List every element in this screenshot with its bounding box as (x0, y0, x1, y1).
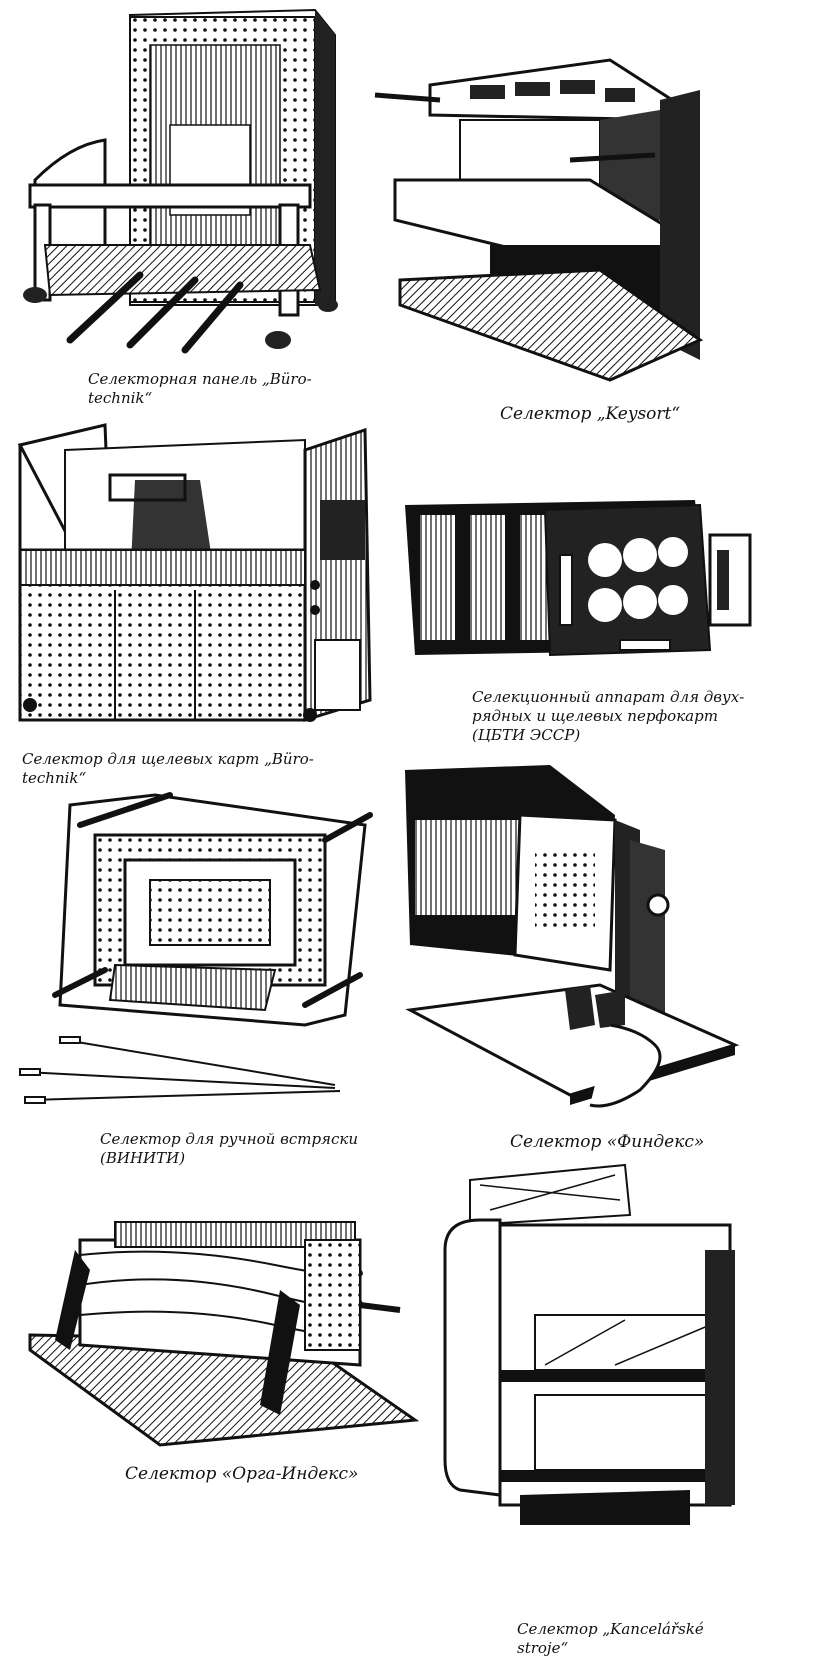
figure-buerotechnik-slot (15, 420, 380, 740)
findeks-illustration (405, 765, 740, 1108)
viniti-illustration (19, 792, 373, 1104)
caption-buerotechnik-slot: Селектор для щелевых карт „Büro- technik… (22, 750, 314, 787)
figure-viniti (15, 785, 385, 1115)
kancelarske-illustration (443, 1163, 735, 1525)
caption-orga-indeks: Селектор «Орга-Индекс» (125, 1464, 359, 1484)
cbti-essr-illustration (405, 500, 752, 657)
figure-buerotechnik-panel (10, 5, 345, 360)
caption-viniti: Селектор для ручной встряски (ВИНИТИ) (100, 1130, 359, 1167)
buerotechnik-panel-illustration (23, 8, 338, 354)
figure-keysort (370, 40, 720, 385)
keysort-illustration (374, 58, 704, 382)
figure-kancelarske (440, 1160, 750, 1530)
caption-kancelarske: Селектор „Kancelářské stroje“ (517, 1620, 704, 1657)
caption-keysort: Селектор „Keysort“ (500, 404, 681, 424)
caption-buerotechnik-panel: Селекторная панель „Büro- technik“ (88, 370, 312, 407)
buerotechnik-slot-illustration (17, 423, 372, 723)
orga-indeks-illustration (28, 1221, 420, 1447)
figure-orga-indeks (25, 1210, 420, 1450)
figure-cbti-essr (395, 490, 755, 675)
caption-findeks: Селектор «Финдекс» (510, 1132, 705, 1152)
figure-findeks (400, 760, 745, 1120)
caption-cbti-essr: Селекционный аппарат для двух- рядных и … (472, 688, 745, 744)
